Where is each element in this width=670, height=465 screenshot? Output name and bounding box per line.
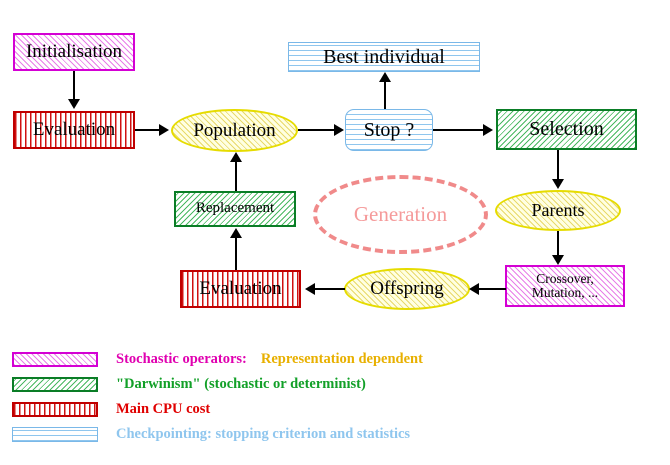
node-parents-label: Parents bbox=[531, 200, 585, 221]
node-stop-label: Stop ? bbox=[363, 118, 415, 141]
legend-row: Stochastic operators: Representation dep… bbox=[0, 348, 423, 370]
edge-population-to-stop bbox=[298, 129, 338, 131]
node-stop[interactable]: Stop ? bbox=[345, 109, 433, 151]
edge-stop-to-best-individual bbox=[384, 80, 386, 109]
node-best-individual-label: Best individual bbox=[323, 45, 445, 68]
legend-label-main-cpu-cost: Main CPU cost bbox=[116, 400, 211, 417]
arrowhead-population-to-stop bbox=[334, 124, 344, 136]
node-offspring[interactable]: Offspring bbox=[344, 268, 470, 310]
legend-swatch-main-cpu-cost bbox=[12, 401, 98, 417]
node-population-label: Population bbox=[193, 119, 276, 141]
arrowhead-parents-to-crossover bbox=[552, 255, 564, 265]
edge-evaluation-to-population bbox=[135, 129, 163, 131]
node-population[interactable]: Population bbox=[171, 109, 298, 152]
node-selection-label: Selection bbox=[529, 118, 604, 140]
arrowhead-offspring-to-evaluation bbox=[305, 283, 315, 295]
node-best-individual[interactable]: Best individual bbox=[288, 42, 480, 72]
node-initialisation[interactable]: Initialisation bbox=[13, 33, 135, 71]
legend-row: Main CPU cost bbox=[0, 398, 210, 420]
edge-parents-to-crossover bbox=[557, 231, 559, 259]
arrowhead-stop-to-best-individual bbox=[379, 72, 391, 82]
node-offspring-label: Offspring bbox=[370, 278, 444, 300]
legend-swatch-checkpointing bbox=[12, 426, 98, 442]
legend-label-darwinism: "Darwinism" (stochastic or determinist) bbox=[116, 375, 366, 392]
node-evaluation-top[interactable]: Evaluation bbox=[13, 111, 135, 149]
arrowhead-evaluation-to-replacement bbox=[230, 228, 242, 238]
node-evaluation-top-label: Evaluation bbox=[32, 119, 116, 141]
legend-label-representation-dependent: Representation dependent bbox=[260, 350, 423, 367]
arrowhead-stop-to-selection bbox=[483, 124, 493, 136]
edge-replacement-to-population bbox=[235, 160, 237, 191]
arrowhead-evaluation-to-population bbox=[159, 124, 169, 136]
arrowhead-replacement-to-population bbox=[230, 152, 242, 162]
node-crossover-mutation[interactable]: Crossover, Mutation, ... bbox=[505, 265, 625, 307]
arrowhead-crossover-to-offspring bbox=[469, 283, 479, 295]
legend: Stochastic operators: Representation dep… bbox=[0, 340, 670, 465]
node-evaluation-bottom-label: Evaluation bbox=[199, 278, 282, 300]
node-replacement-label: Replacement bbox=[195, 200, 275, 217]
legend-row: "Darwinism" (stochastic or determinist) bbox=[0, 373, 366, 395]
edge-offspring-to-evaluation bbox=[313, 288, 345, 290]
node-initialisation-label: Initialisation bbox=[25, 41, 123, 63]
legend-swatch-stochastic-operators bbox=[12, 351, 98, 367]
legend-label-stochastic-operators: Stochastic operators: bbox=[116, 350, 247, 367]
node-replacement[interactable]: Replacement bbox=[174, 191, 296, 227]
node-selection[interactable]: Selection bbox=[496, 109, 637, 150]
node-evaluation-bottom[interactable]: Evaluation bbox=[180, 270, 301, 308]
edge-selection-to-parents bbox=[557, 150, 559, 183]
edge-initialisation-to-evaluation bbox=[73, 71, 75, 103]
legend-swatch-darwinism bbox=[12, 376, 98, 392]
arrowhead-selection-to-parents bbox=[552, 179, 564, 189]
node-generation: Generation bbox=[313, 175, 488, 254]
legend-label-checkpointing: Checkpointing: stopping criterion and st… bbox=[116, 425, 411, 442]
legend-row: Checkpointing: stopping criterion and st… bbox=[0, 423, 410, 445]
edge-evaluation-to-replacement bbox=[235, 236, 237, 270]
arrowhead-initialisation-to-evaluation bbox=[68, 99, 80, 109]
node-generation-label: Generation bbox=[353, 202, 448, 226]
node-parents[interactable]: Parents bbox=[495, 190, 621, 231]
node-crossover-mutation-label: Crossover, Mutation, ... bbox=[531, 270, 599, 300]
edge-stop-to-selection bbox=[433, 129, 485, 131]
edge-crossover-to-offspring bbox=[478, 288, 506, 290]
